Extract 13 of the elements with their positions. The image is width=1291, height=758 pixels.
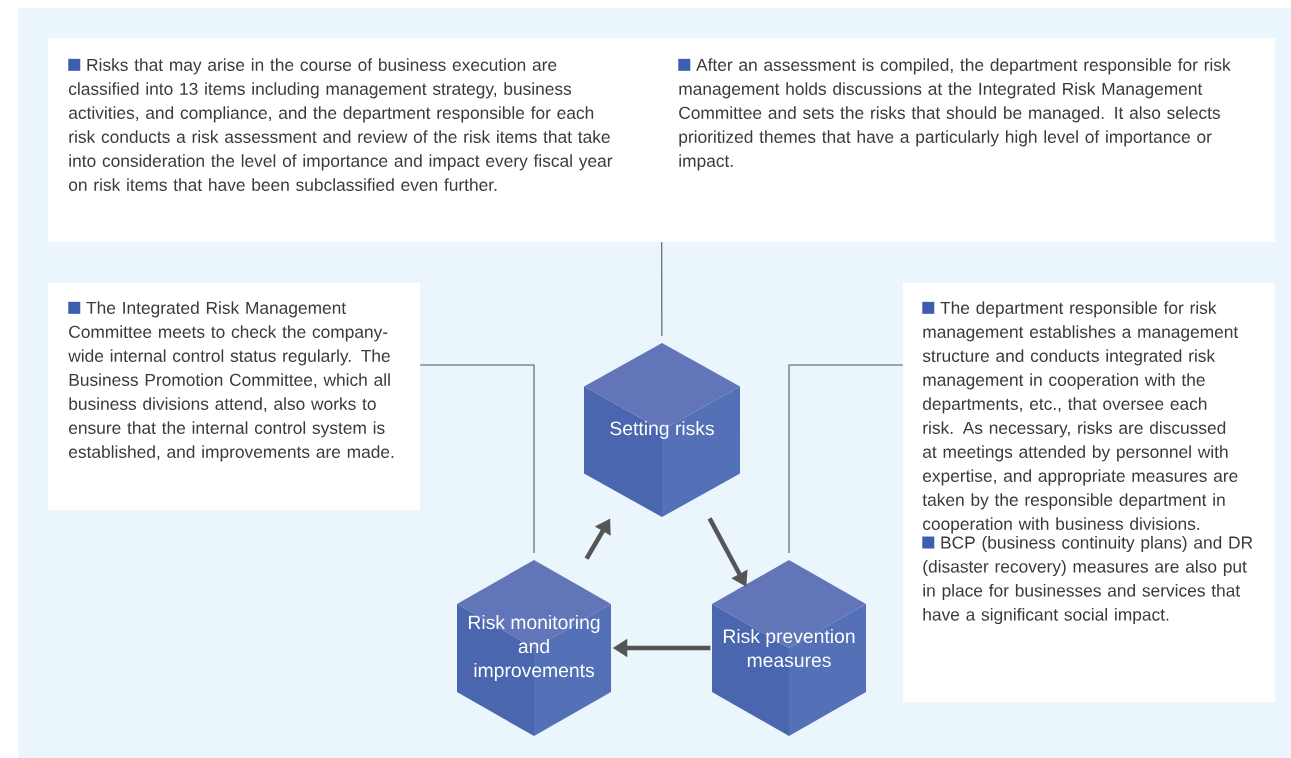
leader-line: [419, 364, 535, 554]
paragraph: The Integrated Risk Management Committee meets to check the company-wide internal control status regularly. The Business Promotion Committee, which all business divisions attend, also works to ensure that the internal control system is established, and improvements are made.: [68, 301, 394, 462]
paragraph: Risks that may arise in the course of business execution are classified into 13 items including management strategy, business activities, and compliance, and the department responsible for each risk conducts a risk assessment and review of the risk items that take into consideration the level of importance and impact every fiscal year on risk items that have been subclassified even further.: [68, 58, 613, 191]
paragraph: The department responsible for risk management establishes a management structure and conducts integrated risk management in cooperation with the departments, etc., that oversee each risk. As necessary, risks are discussed at meetings attended by personnel with expertise, and appropriate measures are taken by the responsible department in cooperation with business divisions.: [922, 301, 1239, 534]
node-label: improvements: [474, 663, 594, 682]
cube: Setting risks: [584, 343, 740, 517]
paragraph: After an assessment is compiled, the department responsible for risk management holds discussions at the Integrated Risk Management Committee and sets the risks that should be managed. It also selects prioritized themes that have a particularly high level of importance or impact.: [678, 58, 1231, 171]
cube: Risk monitoring and improvements: [457, 560, 611, 736]
paragraph: BCP (business continuity plans) and DR (disaster recovery) measures are also put in place for businesses and services that have a significant social impact.: [922, 535, 1253, 625]
leader-line: [788, 364, 904, 554]
node-label: measures: [747, 656, 831, 668]
cube: Risk prevention measures: [712, 560, 866, 736]
leader-line: [661, 241, 663, 337]
